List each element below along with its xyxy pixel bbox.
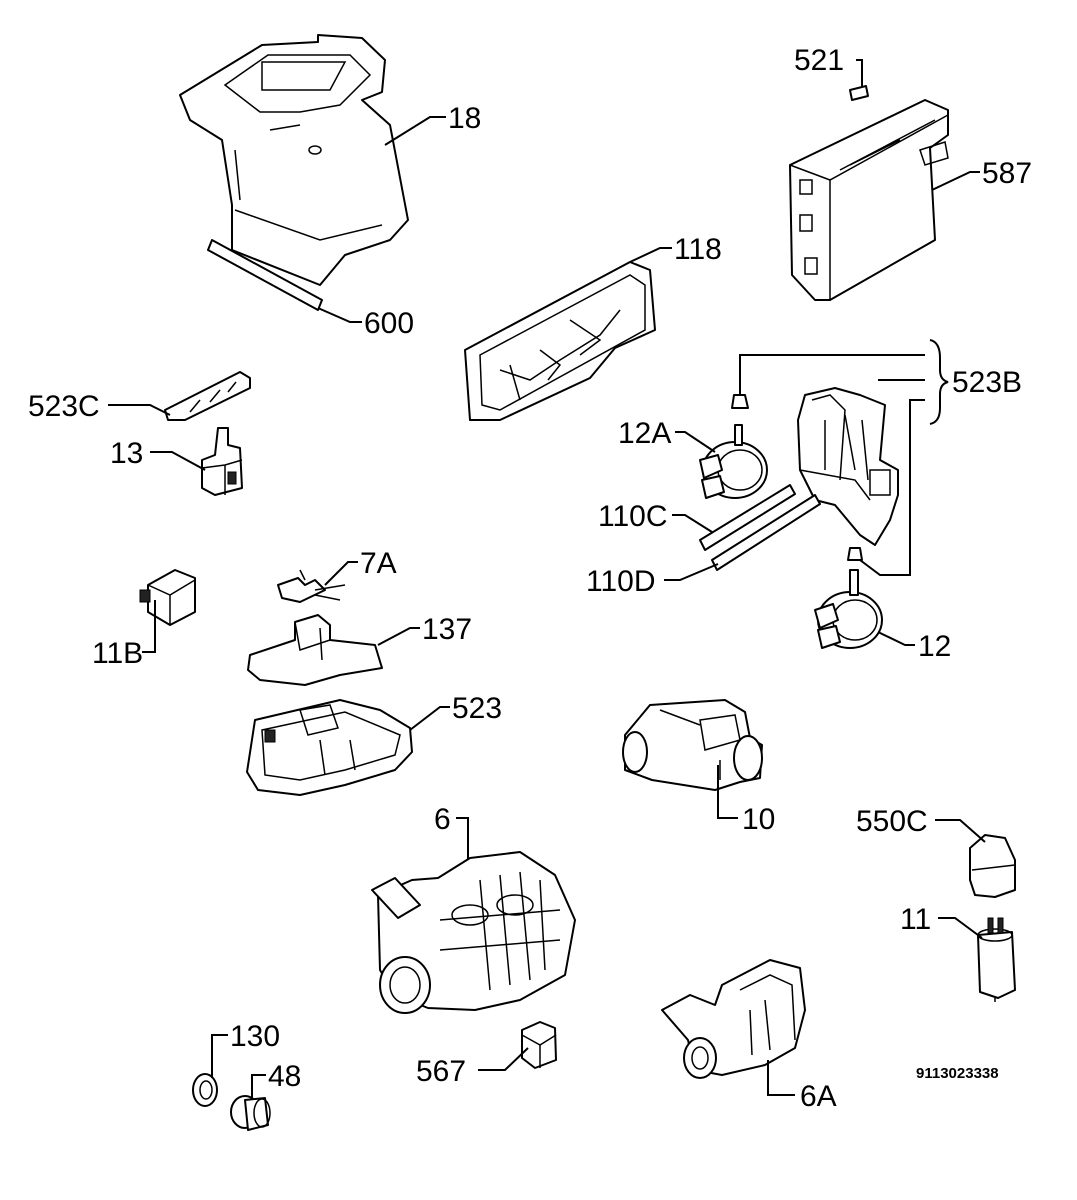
leader-521: [856, 59, 863, 86]
label-6: 6: [434, 803, 451, 836]
label-118: 118: [674, 233, 722, 266]
part-521-clip: [849, 85, 869, 101]
part-523B-nozzles: [731, 394, 863, 561]
label-110C: 110C: [598, 500, 668, 533]
leader-13: [150, 451, 206, 471]
part-48-plug: [230, 1095, 271, 1131]
leader-550C: [935, 819, 986, 843]
part-523-chamber: [246, 699, 413, 796]
part-523B-pressure-assembly: [797, 387, 899, 546]
leader-110C: [672, 514, 713, 533]
part-6A-drain-pump: [661, 959, 806, 1079]
part-110C-hose: [699, 484, 796, 551]
leader-6: [456, 817, 469, 860]
leader-118: [629, 247, 672, 263]
leader-523: [409, 706, 450, 731]
leader-11: [938, 917, 983, 939]
label-600: 600: [364, 307, 414, 340]
label-137: 137: [422, 613, 472, 646]
label-523B: 523B: [952, 366, 1022, 399]
leader-523B-c: [859, 399, 925, 576]
part-587-control-module: [789, 99, 949, 301]
leader-587: [931, 171, 980, 191]
part-6-motor-pump: [371, 851, 576, 1014]
label-13: 13: [110, 437, 143, 470]
part-11-capacitor: [977, 917, 1016, 1002]
leader-523C: [108, 404, 171, 416]
label-6A: 6A: [800, 1080, 837, 1113]
leader-48: [251, 1074, 266, 1098]
label-7A: 7A: [360, 547, 397, 580]
part-567-connector: [521, 1021, 557, 1069]
label-523C: 523C: [28, 390, 100, 423]
part-12-pressure-switch: [814, 569, 883, 649]
label-12A: 12A: [618, 417, 671, 450]
leader-137: [377, 627, 420, 646]
part-137-cover: [247, 614, 383, 686]
label-521: 521: [794, 44, 844, 77]
leader-567: [478, 1047, 529, 1071]
bracket-523B: [929, 339, 949, 425]
leader-7A: [324, 561, 358, 586]
leader-11B: [142, 600, 156, 653]
part-550C-cap: [969, 834, 1016, 898]
label-10: 10: [742, 803, 775, 836]
label-11B: 11B: [92, 637, 143, 670]
part-130-ring: [192, 1073, 218, 1107]
leader-523B-a: [739, 354, 925, 395]
part-13-switch: [201, 427, 243, 496]
leader-lines: [108, 59, 986, 1098]
label-130: 130: [230, 1020, 280, 1053]
label-550C: 550C: [856, 805, 928, 838]
part-600-strip: [207, 239, 323, 311]
label-12: 12: [918, 630, 951, 663]
label-18: 18: [448, 102, 481, 135]
leader-600: [317, 307, 362, 323]
leader-18: [384, 116, 446, 146]
diagram-code: 9113023338: [916, 1065, 999, 1082]
leader-110D: [664, 563, 719, 581]
leader-10: [717, 765, 738, 819]
part-10-valve: [622, 699, 763, 791]
leader-130: [211, 1034, 228, 1078]
part-7A-sensor: [277, 569, 346, 603]
part-12A-pressure-switch: [699, 424, 768, 499]
part-18-duct: [179, 34, 409, 286]
label-48: 48: [268, 1060, 301, 1093]
label-11: 11: [900, 903, 931, 936]
leader-6A: [767, 1060, 795, 1096]
leader-12: [877, 631, 915, 646]
labels: 18 600 521 587 118 523B 523C 13 12A 110C…: [28, 44, 1032, 1113]
label-587: 587: [982, 157, 1032, 190]
leader-12A: [675, 431, 716, 453]
part-11B-relay: [139, 569, 196, 626]
label-523: 523: [452, 692, 502, 725]
part-118-dispenser: [464, 261, 656, 421]
part-110D-hose: [711, 494, 821, 571]
part-523C-bracket: [164, 371, 251, 421]
label-567: 567: [416, 1055, 466, 1088]
label-110D: 110D: [586, 565, 656, 598]
